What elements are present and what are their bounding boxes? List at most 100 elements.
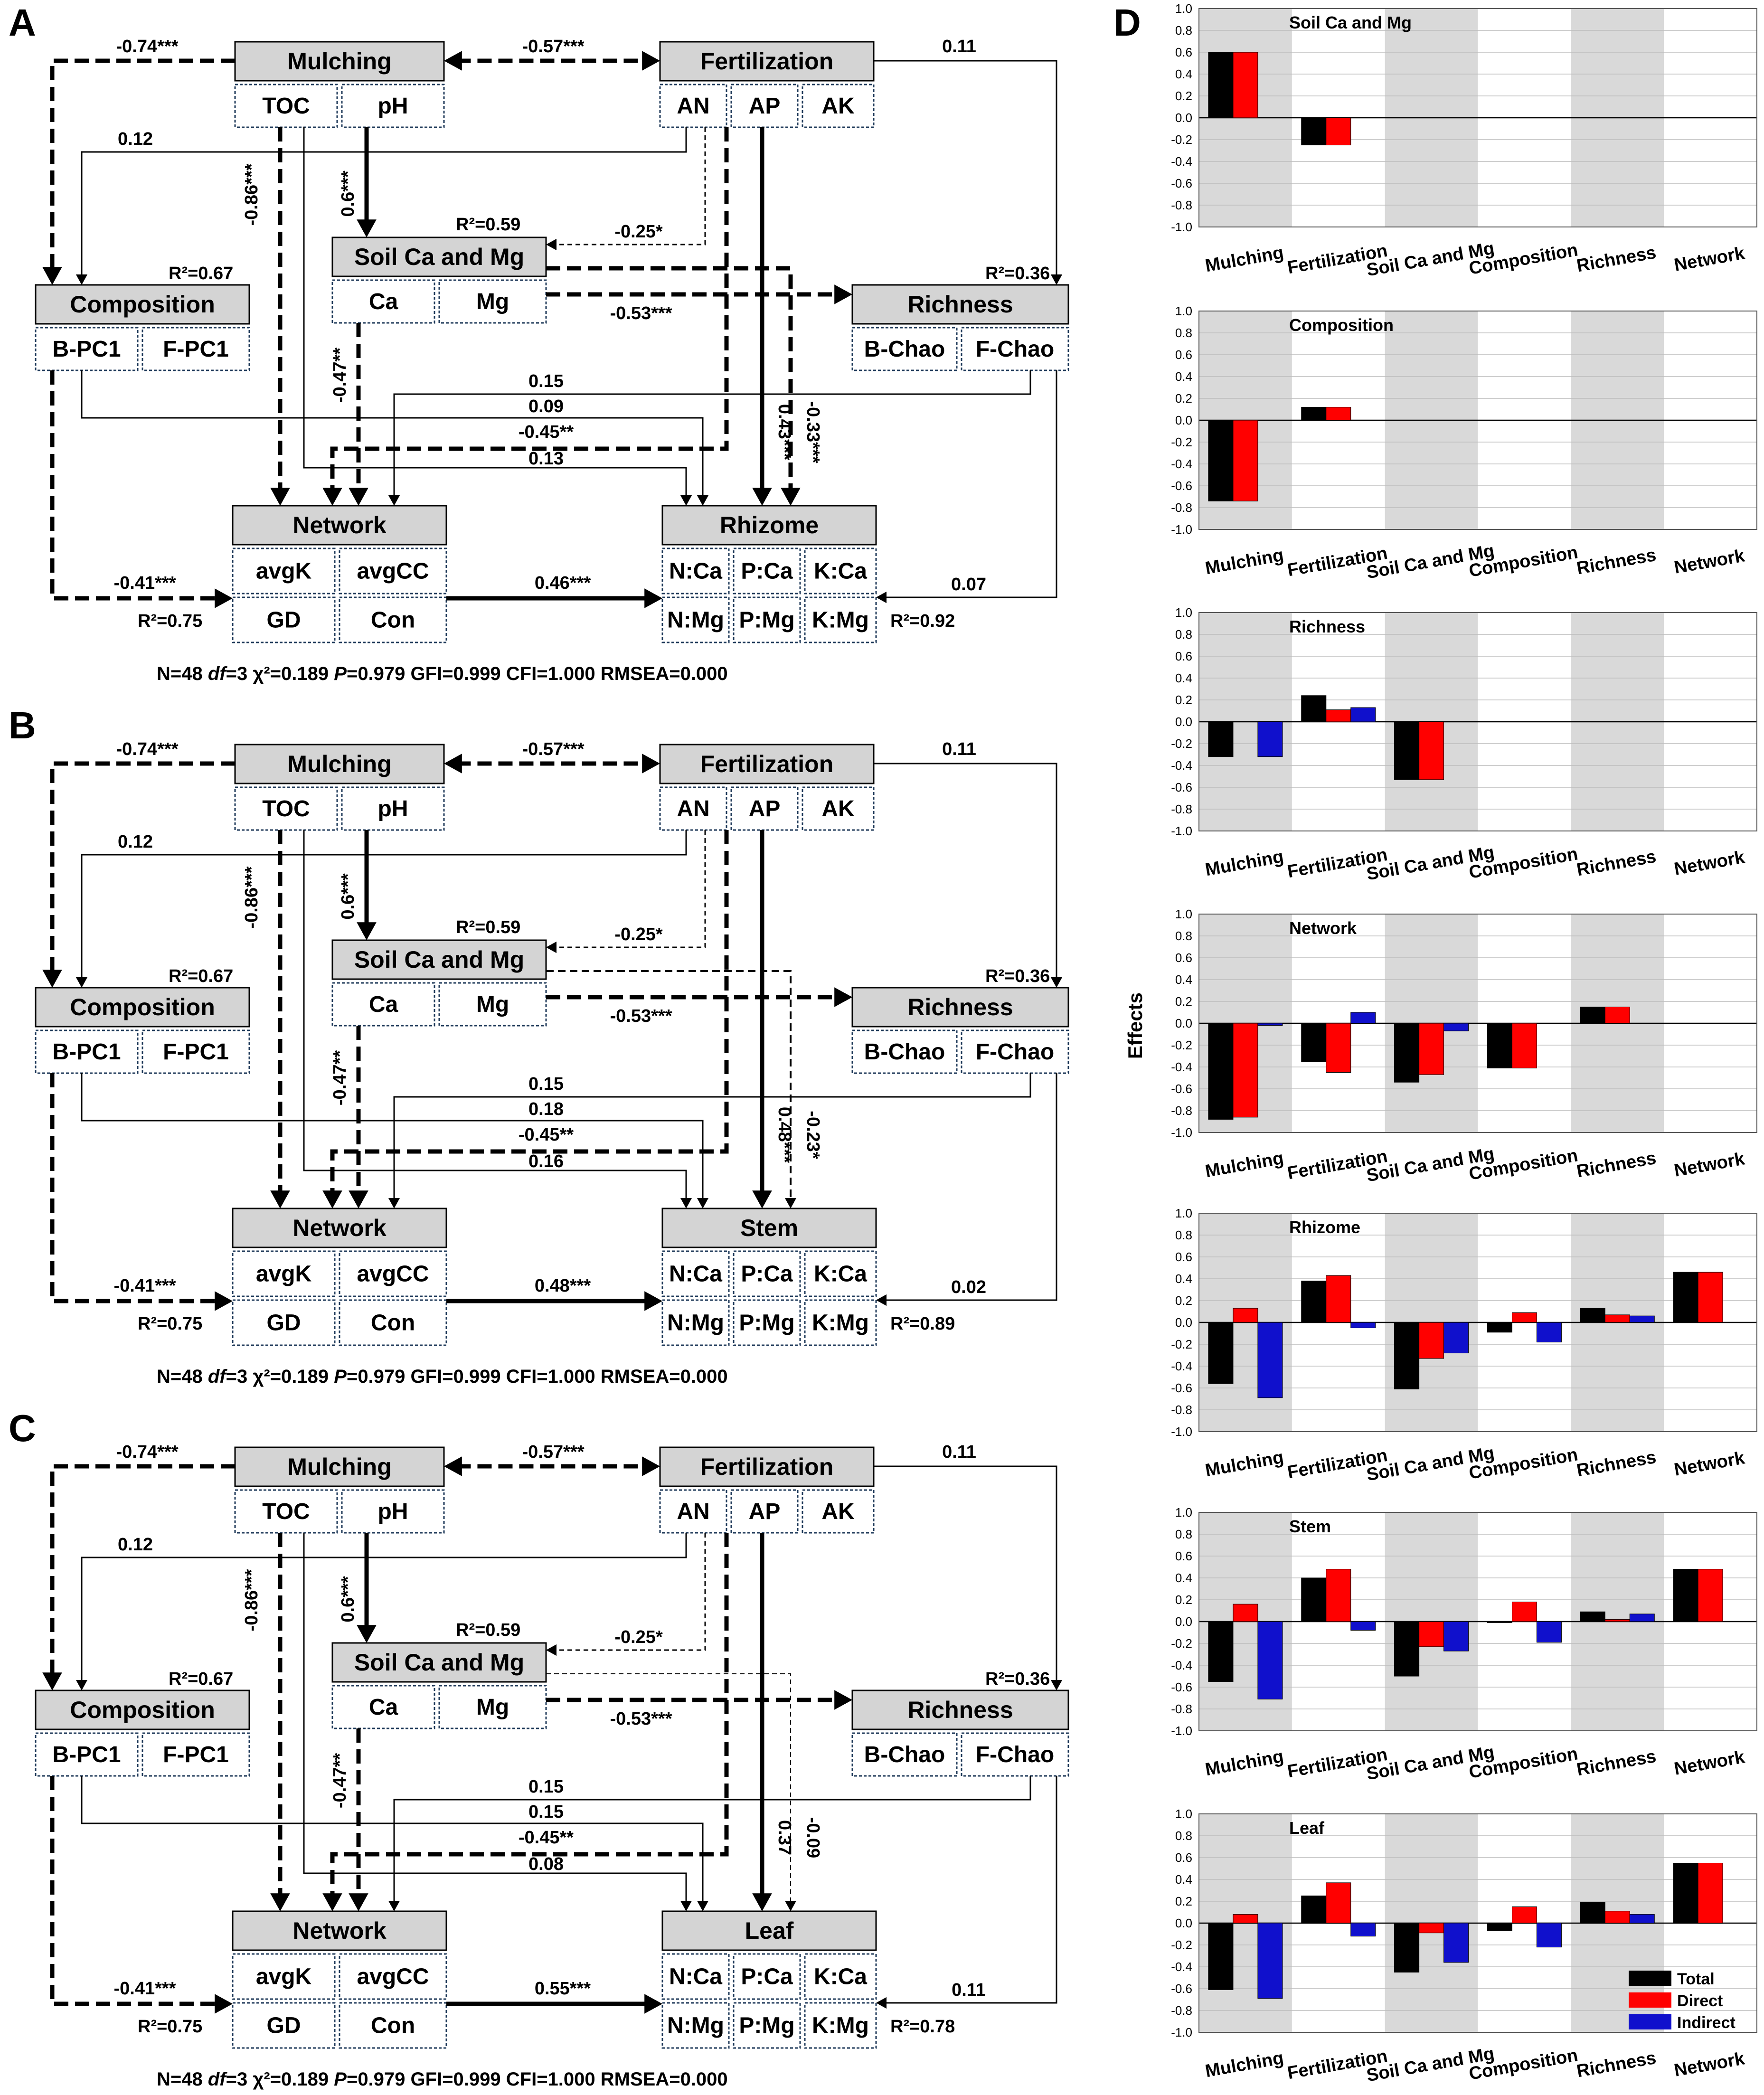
- sub-ap-label: AP: [749, 796, 781, 821]
- bar-direct-fertilization: [1326, 1882, 1351, 1924]
- panel-label-b: B: [9, 704, 36, 746]
- bar-direct-mulching: [1233, 1914, 1258, 1924]
- coef-fert-rich: 0.11: [942, 739, 976, 759]
- bar-indirect-richness: [1629, 1315, 1655, 1323]
- path-composition-network: [50, 1776, 220, 2006]
- sub-ph: pH: [341, 786, 445, 831]
- bar-direct-mulching: [1233, 1023, 1258, 1118]
- arrow-head: [546, 1644, 557, 1656]
- path-richness-organ: [883, 370, 1057, 598]
- coef-ph-soil: 0.6***: [338, 170, 358, 217]
- y-tick-label: -1.0: [1171, 2025, 1192, 2039]
- coef-soil-net: -0.47**: [330, 348, 350, 403]
- path-fchao-network: [393, 1073, 1031, 1201]
- y-tick-label: 0.2: [1175, 89, 1192, 103]
- node-fertilization-label: Fertilization: [700, 1453, 834, 1480]
- bar-indirect-composition: [1536, 1923, 1562, 1948]
- node-composition-label: Composition: [70, 994, 215, 1020]
- y-tick-label: -0.2: [1171, 435, 1192, 449]
- path-fertilization-richness: [874, 1465, 1057, 1683]
- bar-indirect-fertilization: [1350, 1322, 1376, 1328]
- sub-bpc1: B-PC1: [35, 327, 139, 371]
- sub-avgcc: avgCC: [339, 1250, 447, 1297]
- bar-total-richness: [1580, 1007, 1605, 1024]
- bar-total-mulching: [1208, 52, 1234, 118]
- bar-indirect-soil-ca-and-mg: [1443, 1923, 1469, 1963]
- arrow-head: [270, 1893, 290, 1911]
- sub-fchao-label: F-Chao: [976, 1742, 1054, 1767]
- arrow-head: [270, 488, 290, 506]
- node-composition-label: Composition: [70, 291, 215, 318]
- y-tick-label: -0.2: [1171, 1038, 1192, 1052]
- r2-soil: R²=0.59: [456, 215, 520, 235]
- sub-mg: Mg: [438, 1685, 547, 1729]
- bar-direct-soil-ca-and-mg: [1419, 1023, 1444, 1075]
- sub-ph-label: pH: [378, 796, 408, 821]
- legend-swatch-indirect: [1629, 2014, 1671, 2029]
- y-tick-label: -0.6: [1171, 780, 1192, 794]
- sub-avgk: avgK: [232, 1953, 336, 2000]
- sub-toc-label: TOC: [262, 796, 310, 821]
- effects-chart-soil-ca-and-mg: 1.00.80.60.40.20.0-0.2-0.4-0.6-0.8-1.0So…: [1171, 1, 1757, 281]
- effects-chart-network: 1.00.80.60.40.20.0-0.2-0.4-0.6-0.8-1.0Ne…: [1171, 907, 1757, 1186]
- arrow-head: [697, 1901, 709, 1911]
- bar-total-mulching: [1208, 420, 1234, 501]
- sub-kca: K:Ca: [804, 1250, 877, 1297]
- x-category-label: Richness: [1575, 1148, 1658, 1182]
- y-tick-label: -0.2: [1171, 132, 1192, 147]
- x-category-label: Mulching: [1204, 847, 1285, 880]
- node-network: Network: [232, 1208, 447, 1248]
- sub-pca-label: P:Ca: [741, 1964, 793, 1990]
- sub-gd-label: GD: [267, 608, 301, 633]
- arrow-head: [876, 1997, 887, 2009]
- sub-ap: AP: [730, 84, 799, 128]
- path-an-composition: [81, 1533, 687, 1683]
- r2-composition: R²=0.67: [169, 1669, 233, 1689]
- y-tick-label: 0.2: [1175, 1593, 1192, 1607]
- sub-mg-label: Mg: [476, 992, 509, 1017]
- sub-con: Con: [339, 596, 447, 643]
- coef-mul-comp: -0.74***: [116, 37, 179, 57]
- bar-indirect-richness: [1629, 1614, 1655, 1622]
- bar-total-fertilization: [1301, 1023, 1327, 1062]
- coef-an-soil: -0.25*: [614, 222, 663, 242]
- coef-fert-rich: 0.11: [942, 1442, 976, 1462]
- y-tick-label: 0.0: [1175, 1315, 1192, 1330]
- arrow-head: [444, 51, 462, 71]
- bar-total-composition: [1487, 1322, 1512, 1333]
- r2-network: R²=0.75: [138, 1314, 202, 1334]
- y-tick-label: 1.0: [1175, 1807, 1192, 1821]
- y-tick-label: 0.6: [1175, 1549, 1192, 1563]
- coef-soil-organ: -0.23*: [803, 1111, 823, 1159]
- bar-direct-fertilization: [1326, 1023, 1351, 1073]
- arrow-head: [784, 1198, 797, 1208]
- effects-chart-rhizome: 1.00.80.60.40.20.0-0.2-0.4-0.6-0.8-1.0Rh…: [1171, 1206, 1757, 1485]
- bar-total-richness: [1580, 1308, 1605, 1323]
- sub-avgcc-label: avgCC: [357, 1964, 429, 1990]
- coef-soil-organ: -0.33***: [803, 401, 823, 463]
- coef-net-organ: 0.46***: [535, 573, 591, 593]
- sub-nmg: N:Mg: [661, 2002, 730, 2049]
- arrow-head: [644, 588, 662, 608]
- y-tick-label: 0.6: [1175, 348, 1192, 362]
- sub-gd: GD: [232, 2002, 336, 2049]
- panel-label-c: C: [9, 1407, 36, 1449]
- y-tick-label: -0.6: [1171, 479, 1192, 493]
- sub-nca-label: N:Ca: [669, 1964, 722, 1990]
- y-tick-label: -0.8: [1171, 802, 1192, 816]
- sub-bpc1: B-PC1: [35, 1029, 139, 1074]
- sub-ca: Ca: [331, 1685, 435, 1729]
- sub-pmg-label: P:Mg: [739, 1311, 794, 1336]
- sub-bchao: B-Chao: [851, 1732, 958, 1777]
- effects-panel: DEffects1.00.80.60.40.20.0-0.2-0.4-0.6-0…: [1113, 1, 1757, 2086]
- y-tick-label: -0.6: [1171, 1082, 1192, 1096]
- node-soil-label: Soil Ca and Mg: [354, 1649, 524, 1676]
- sub-fpc1: F-PC1: [141, 1732, 250, 1777]
- sub-ap: AP: [730, 786, 799, 831]
- arrow-head: [697, 1198, 709, 1208]
- coef-soil-organ: -0.09: [803, 1817, 823, 1859]
- coef-soil-rich: -0.53***: [610, 1709, 672, 1729]
- coef-an-soil: -0.25*: [614, 1627, 663, 1647]
- coef-toc-net: -0.86***: [242, 163, 262, 226]
- path-fertilization-richness: [874, 763, 1057, 981]
